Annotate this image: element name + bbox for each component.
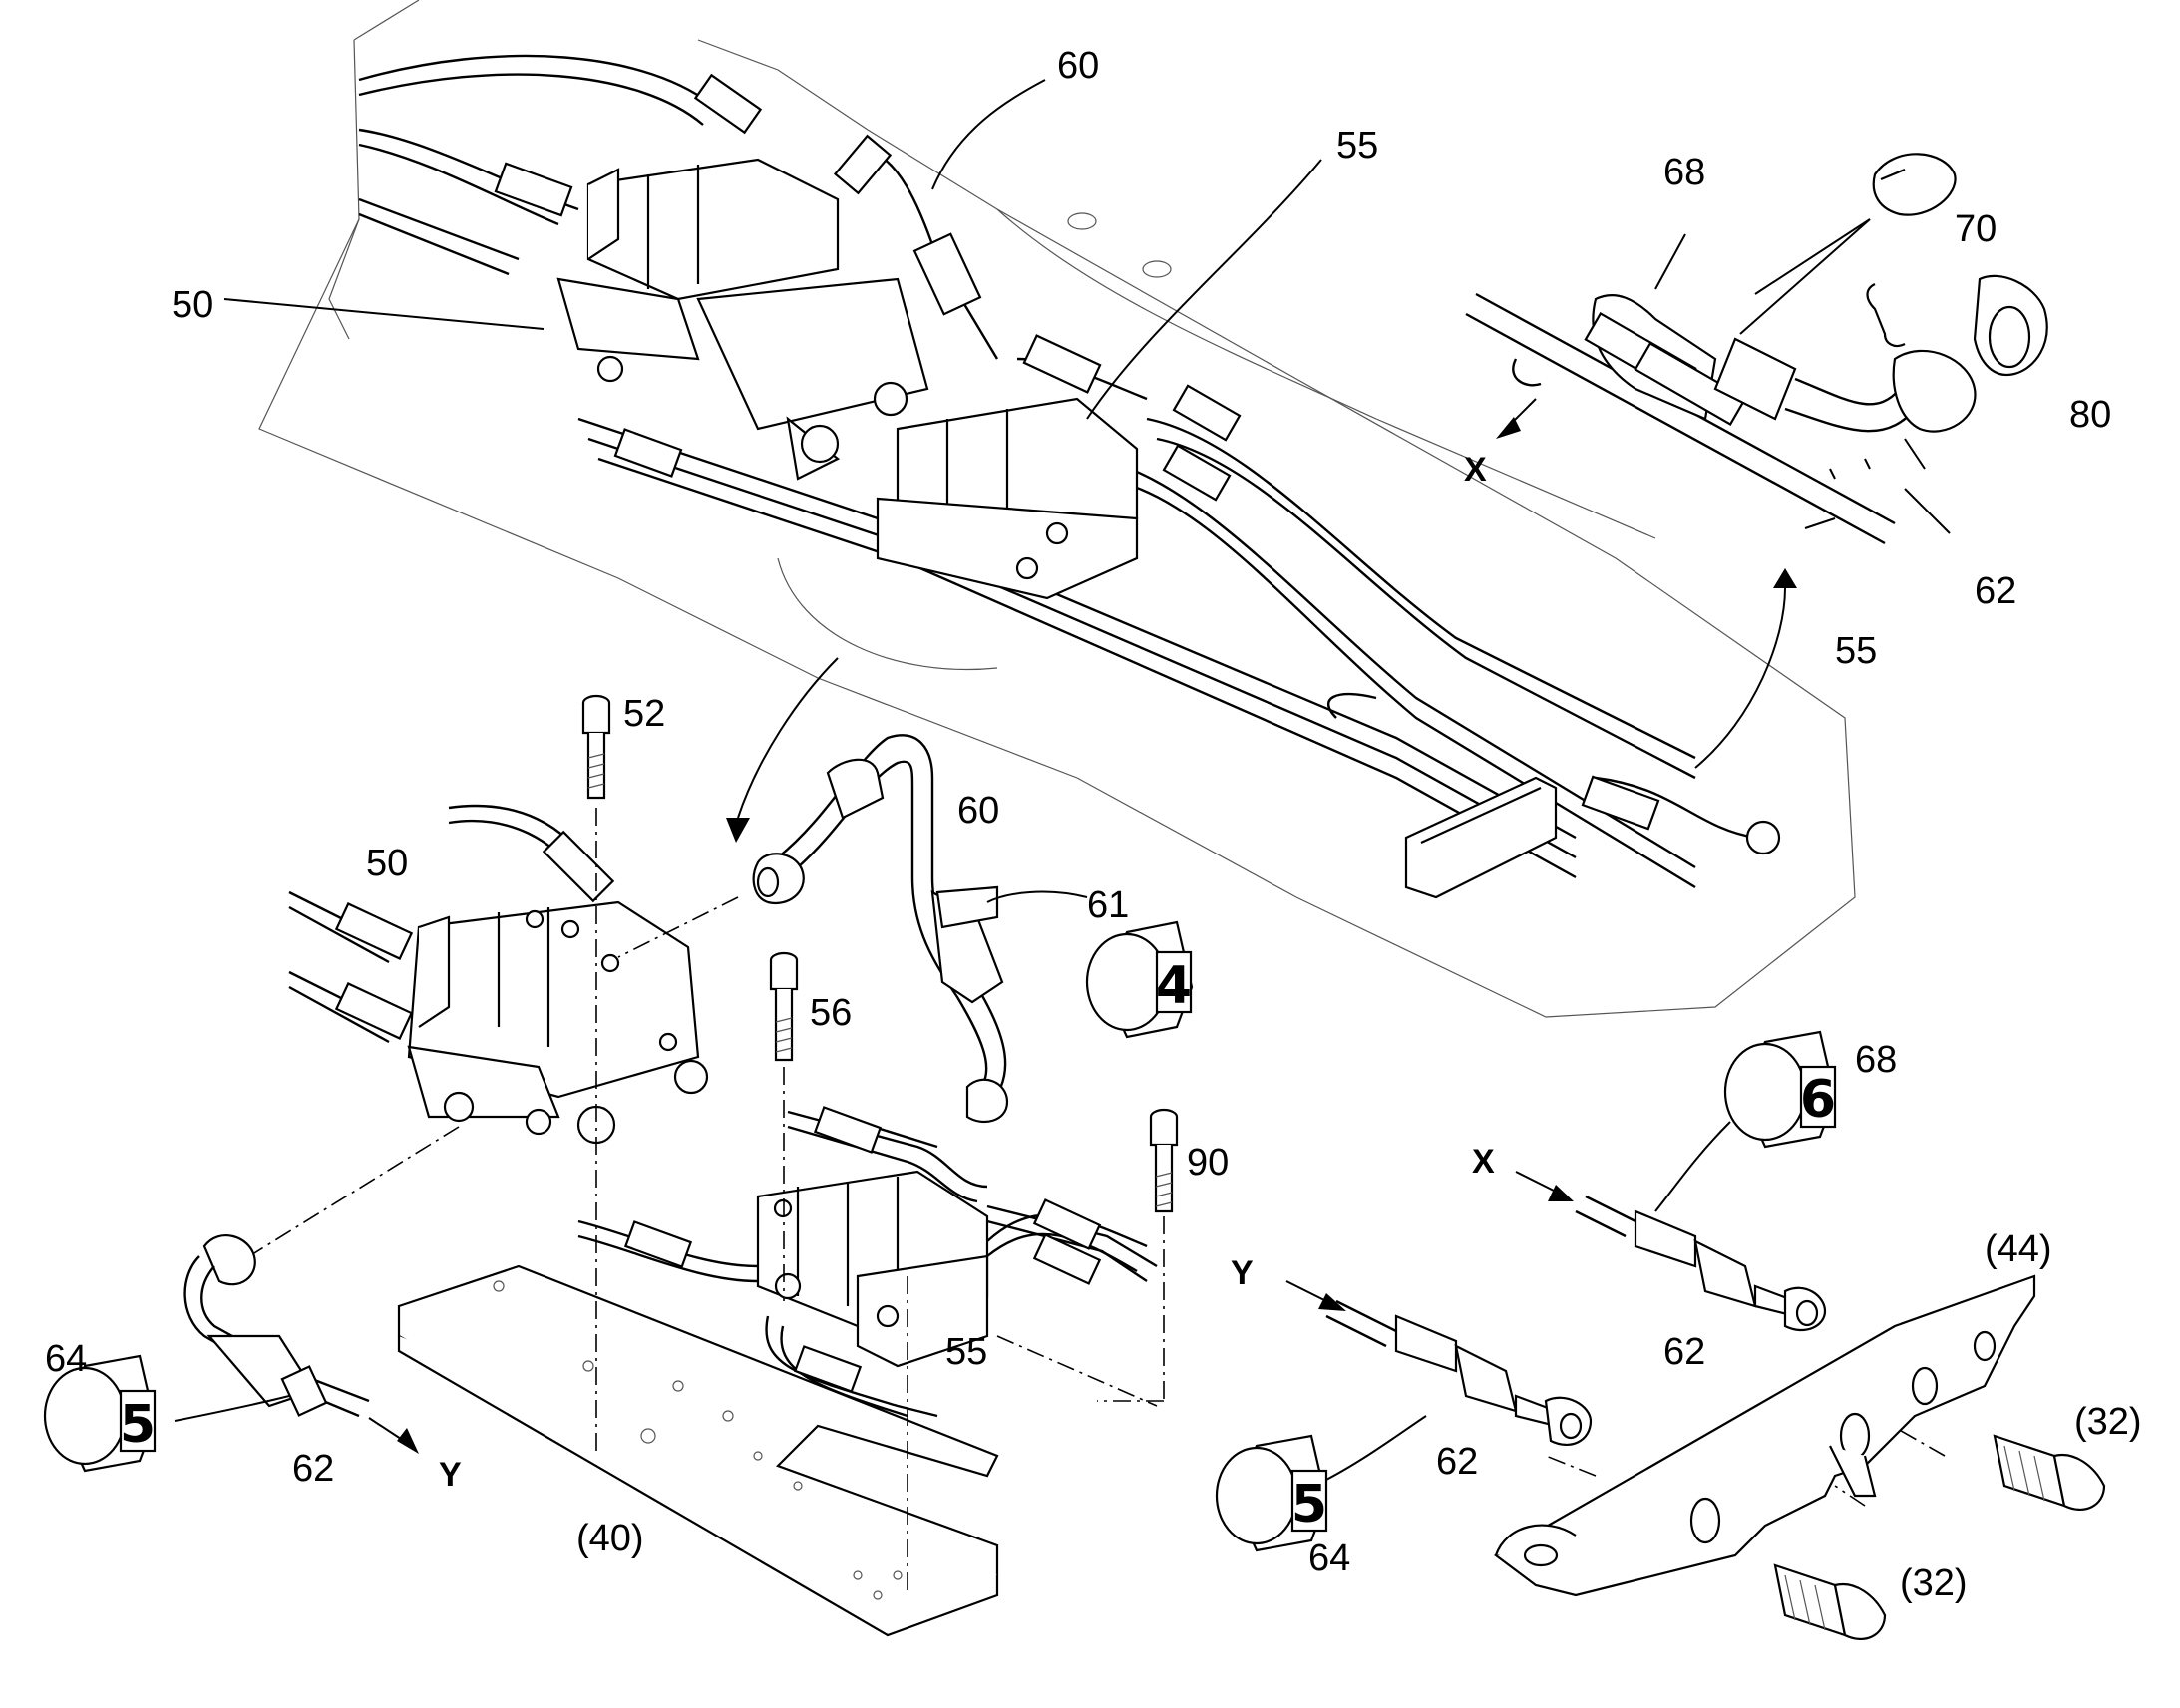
badge-number: 6: [1800, 1070, 1836, 1130]
callout-60-mid: 60: [957, 790, 999, 832]
cap-badge-5-left: 5: [43, 1354, 157, 1473]
callout-80: 80: [2069, 394, 2111, 436]
callout-90: 90: [1187, 1142, 1229, 1184]
mid-valve-block-55-pipes: [577, 1106, 1158, 1418]
top-hose-clamp: [1404, 776, 1558, 899]
axis-label-y-left: Y: [439, 1456, 462, 1494]
left-hose-62: [183, 1234, 370, 1418]
callout-50-mid: 50: [366, 843, 408, 884]
callout-55-top: 55: [1336, 125, 1378, 167]
callout-70: 70: [1955, 208, 1997, 250]
base-plate-40: [397, 1264, 999, 1637]
detail-x-fitting: [1465, 153, 2048, 545]
mid-valve-block-50: [407, 900, 709, 1145]
assembly-centerlines: [248, 808, 1946, 1595]
right-hose-62-x: [1575, 1195, 1827, 1332]
axis-arrow-x-right: [1515, 1171, 1574, 1201]
callout-62-left: 62: [292, 1448, 334, 1490]
callout-62-right-x: 62: [1663, 1331, 1705, 1373]
mid-hose-60: [752, 734, 1009, 1124]
axis-markers: X X Y Y: [439, 451, 1495, 1494]
clip-61: [935, 885, 999, 929]
cap-badge-6: 6: [1723, 1030, 1837, 1149]
bolt-32-upper: [1993, 1434, 2106, 1511]
axis-arrow-x-detail: [1496, 398, 1537, 439]
bolt-56: [769, 951, 799, 1062]
cap-badge-5-right: 5: [1215, 1434, 1328, 1552]
callout-62-detail: 62: [1975, 570, 2016, 612]
bracket-44: [1494, 1274, 2036, 1597]
mid-valve-block-55: [756, 1170, 989, 1368]
callout-40: (40): [576, 1518, 644, 1559]
top-valve-block-50: [556, 158, 929, 481]
bolt-52: [581, 694, 611, 800]
badge-number: 5: [1291, 1475, 1327, 1535]
detail-arrows: [726, 568, 1797, 843]
badge-number: 4: [1156, 956, 1192, 1016]
callout-55-detail: 55: [1835, 630, 1877, 672]
callout-64-right: 64: [1308, 1537, 1350, 1579]
top-fittings: [494, 73, 1781, 855]
callout-55-mid: 55: [945, 1331, 987, 1373]
callout-60-top: 60: [1057, 45, 1099, 87]
bolt-32-lower: [1773, 1563, 1887, 1640]
callout-64-left: 64: [45, 1338, 87, 1380]
axis-arrow-y-left: [368, 1417, 419, 1454]
callout-62-right-y: 62: [1436, 1441, 1478, 1483]
callout-32-upper: (32): [2074, 1401, 2142, 1443]
callout-68-detail: 68: [1663, 152, 1705, 193]
callout-44: (44): [1985, 1228, 2052, 1270]
leader-lines: [174, 79, 1951, 1487]
axis-label-y-right: Y: [1231, 1254, 1254, 1292]
axis-label-x-detail: X: [1464, 451, 1487, 489]
top-valve-block-55: [876, 397, 1139, 600]
right-hose-62-y: [1325, 1299, 1593, 1446]
badge-number: 5: [120, 1395, 156, 1455]
axis-arrow-y-right: [1285, 1280, 1346, 1311]
callout-labels: 60 55 50 68 70 80 62 55 52 60 50 61 56 9…: [45, 45, 2142, 1604]
callout-52: 52: [623, 693, 665, 735]
cap-badge-4: 4: [1085, 920, 1194, 1039]
callout-32-lower: (32): [1900, 1562, 1968, 1604]
axis-label-x-right: X: [1472, 1143, 1495, 1181]
callout-56: 56: [810, 992, 852, 1034]
machine-body-outline: [258, 0, 1856, 1018]
callout-68-right: 68: [1855, 1039, 1897, 1081]
callout-50-top: 50: [172, 284, 213, 326]
bolt-90: [1149, 1108, 1179, 1213]
callout-61: 61: [1087, 884, 1129, 926]
